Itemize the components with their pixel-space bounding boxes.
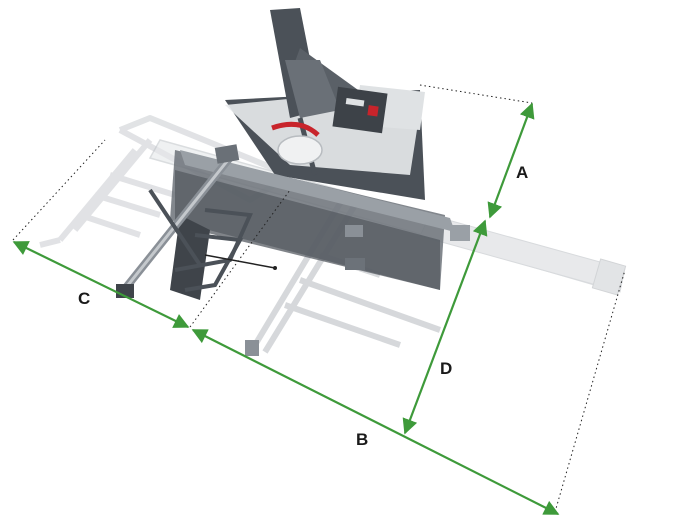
frame-foot-right — [245, 340, 259, 356]
cable — [204, 254, 276, 269]
dimension-c-label: C — [78, 289, 90, 308]
dimension-d-label: D — [440, 359, 452, 378]
dimension-a-line — [487, 102, 535, 219]
rail-end-cap — [450, 225, 470, 241]
dimension-c-line — [12, 241, 190, 328]
dimension-lines — [12, 102, 560, 515]
dimension-a-label: A — [516, 163, 528, 182]
panel-saw-illustration — [39, 8, 627, 356]
dimension-b-line — [191, 329, 560, 515]
control-panel — [332, 86, 388, 134]
blade-guard — [271, 121, 323, 165]
dotted-guides — [12, 84, 626, 513]
control-arm — [270, 8, 388, 176]
rail-foot — [345, 258, 365, 270]
rail-clamp — [345, 225, 363, 237]
support-frame — [148, 188, 253, 292]
dimension-b-label: B — [356, 430, 368, 449]
machine-body — [170, 85, 455, 300]
